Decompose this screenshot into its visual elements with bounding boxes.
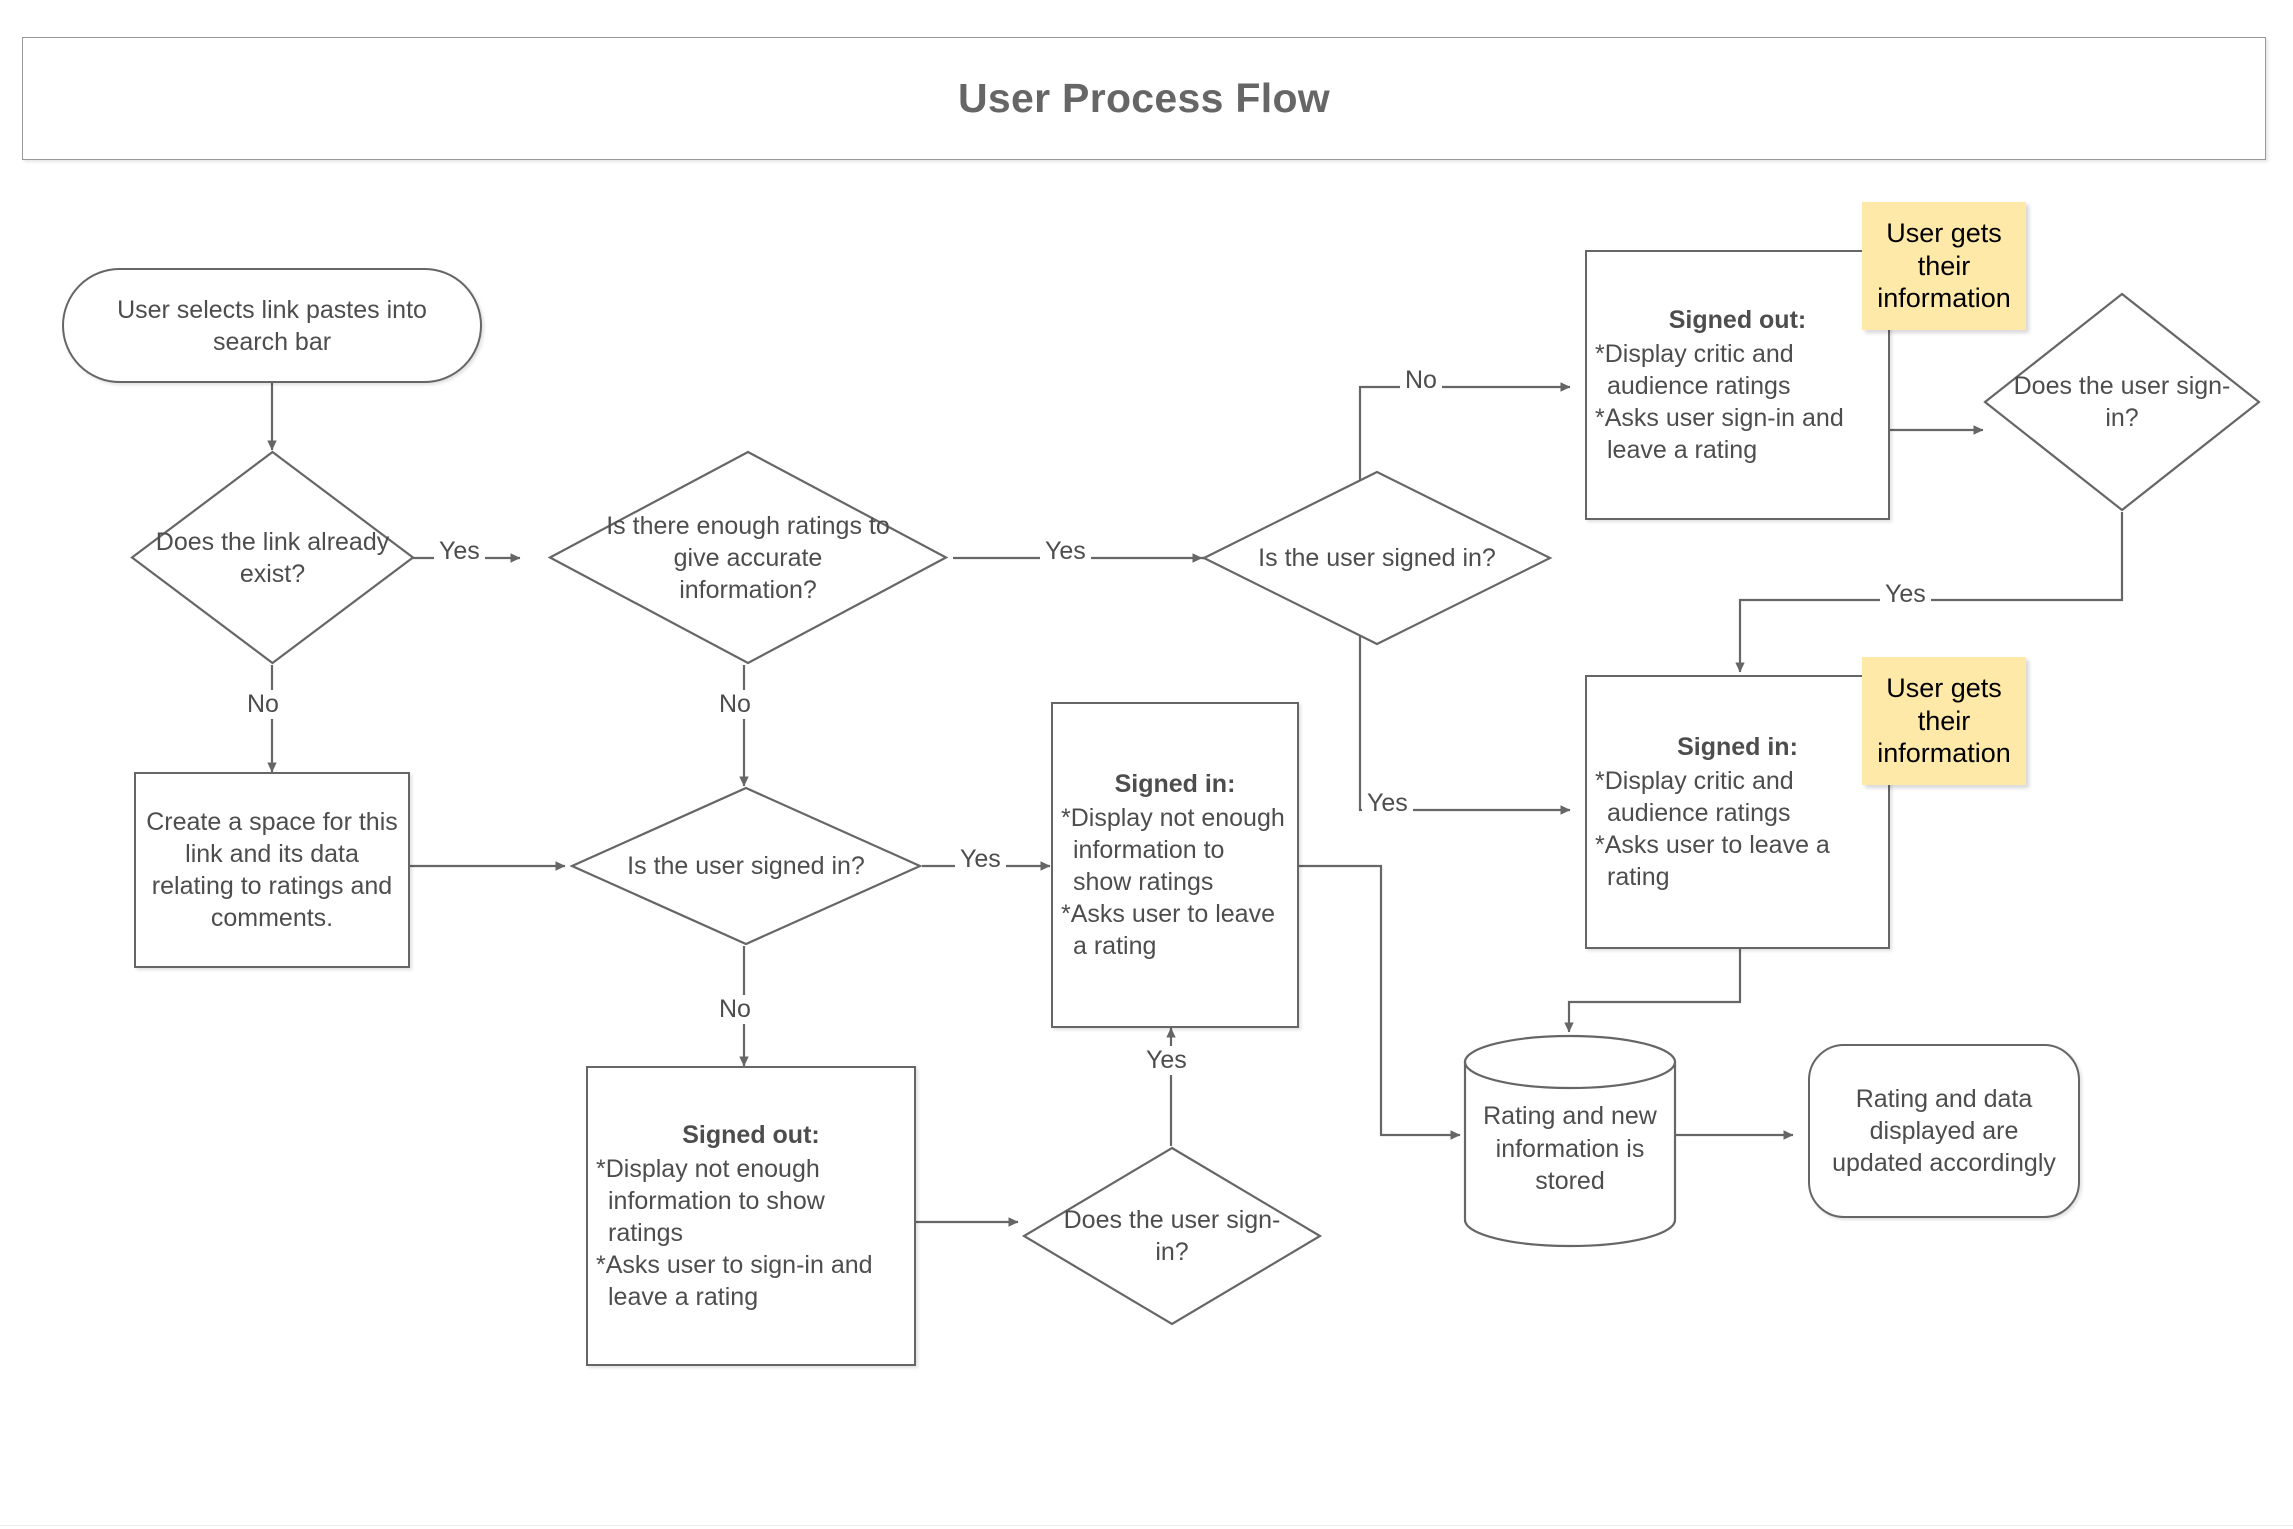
node-end[interactable]: Rating and data displayed are updated ac… [1808,1044,2080,1218]
sticky-note-top-text: User gets their information [1877,217,2011,314]
node-does-user-signin-top-label: Does the user sign-in? [2013,372,2231,432]
edge-label-usersignin-top-yes: Yes [1880,580,1931,609]
edge-label-enough-ratings-no: No [714,690,756,719]
node-create-space-label: Create a space for this link and its dat… [146,808,398,932]
node-start[interactable]: User selects link pastes into search bar [62,268,482,383]
edge-signedin-ratings-to-database [1564,949,1742,1033]
edge-label-usersignin-bottom-yes: Yes [1141,1046,1192,1075]
node-does-user-signin-top[interactable]: Does the user sign-in? [1983,292,2261,512]
edge-label-signedin-left-no: No [714,995,756,1024]
node-signed-in-ratings-heading: Signed in: [1677,733,1798,761]
node-signed-out-ratings[interactable]: Signed out: *Display critic and audience… [1585,250,1890,520]
node-is-user-signed-in-top-label: Is the user signed in? [1258,544,1496,572]
edge-label-signedin-top-yes: Yes [1362,789,1413,818]
node-signed-in-not-enough-line-2: *Asks user to leave a rating [1061,900,1275,960]
edge-label-enough-ratings-yes: Yes [1040,537,1091,566]
node-enough-ratings-label: Is there enough ratings to give accurate… [606,511,890,604]
node-signed-in-not-enough-heading: Signed in: [1114,770,1236,798]
node-is-user-signed-in-left-label: Is the user signed in? [627,852,865,880]
edge-label-link-exists-yes: Yes [434,537,485,566]
node-signed-out-not-enough[interactable]: Signed out: *Display not enough informat… [586,1066,916,1366]
edge-label-link-exists-no: No [242,690,284,719]
node-is-user-signed-in-left[interactable]: Is the user signed in? [569,786,923,946]
node-is-user-signed-in-top[interactable]: Is the user signed in? [1201,470,1553,646]
sticky-note-top[interactable]: User gets their information [1862,202,2026,330]
node-signed-out-ratings-line-2: *Asks user sign-in and leave a rating [1595,404,1844,464]
node-signed-in-ratings[interactable]: Signed in: *Display critic and audience … [1585,675,1890,949]
node-signed-out-ratings-line-1: *Display critic and audience ratings [1595,340,1794,400]
node-does-user-signin-bottom[interactable]: Does the user sign-in? [1021,1146,1323,1326]
node-signed-out-ratings-heading: Signed out: [1668,306,1807,334]
node-signed-in-ratings-line-2: *Asks user to leave a rating [1595,831,1830,891]
node-signed-in-not-enough[interactable]: Signed in: *Display not enough informati… [1051,702,1299,1028]
edge-label-signedin-left-yes: Yes [955,845,1006,874]
node-does-link-exist[interactable]: Does the link already exist? [130,450,415,665]
node-does-link-exist-label: Does the link already exist? [155,527,390,588]
sticky-note-bottom-text: User gets their information [1877,672,2011,769]
edge-label-signedin-top-no: No [1400,366,1442,395]
node-signed-in-not-enough-line-1: *Display not enough information to show … [1061,804,1285,896]
bottom-divider [0,1525,2293,1526]
node-database-label: Rating and new information is stored [1483,1102,1657,1196]
edge-signedin-box-to-database [1299,864,1461,1140]
sticky-note-bottom[interactable]: User gets their information [1862,657,2026,785]
node-signed-out-not-enough-heading: Signed out: [682,1121,820,1149]
node-signed-in-ratings-line-1: *Display critic and audience ratings [1595,767,1794,827]
node-signed-out-not-enough-line-2: *Asks user to sign-in and leave a rating [596,1251,873,1311]
node-does-user-signin-bottom-label: Does the user sign-in? [1063,1206,1281,1266]
page-title: User Process Flow [958,75,1330,121]
title-bar: User Process Flow [22,37,2266,160]
node-database[interactable]: Rating and new information is stored [1462,1032,1678,1250]
node-start-label: User selects link pastes into search bar [117,295,427,356]
node-enough-ratings[interactable]: Is there enough ratings to give accurate… [547,450,949,665]
node-end-label: Rating and data displayed are updated ac… [1832,1085,2056,1177]
node-create-space[interactable]: Create a space for this link and its dat… [134,772,410,968]
edge-usersignin-top-yes [1735,512,2124,673]
node-signed-out-not-enough-line-1: *Display not enough information to show … [596,1155,825,1247]
